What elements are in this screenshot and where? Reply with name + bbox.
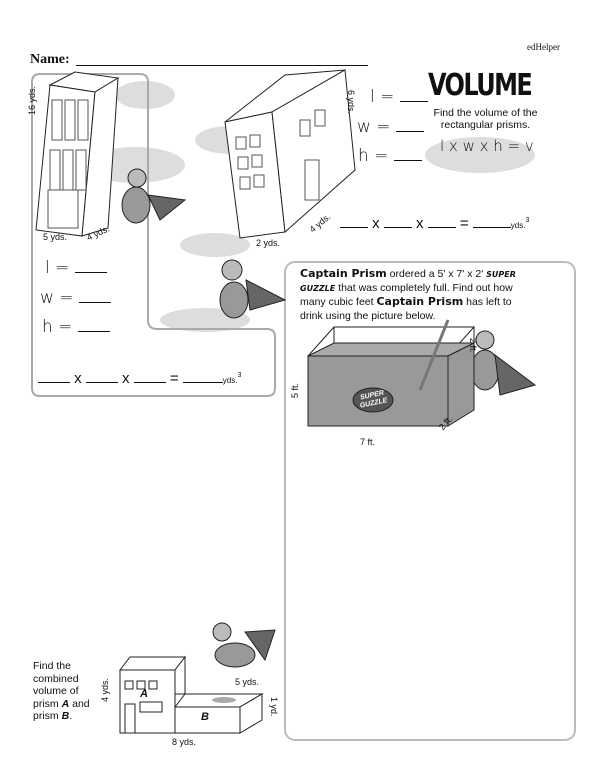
building-2 xyxy=(224,69,356,239)
p3-empty-dim: 2 ft. xyxy=(468,338,478,354)
p1-equation[interactable]: x x = yds.3 xyxy=(38,370,241,387)
p4-height-b-dim: 1 yd. xyxy=(269,697,279,717)
p2-height-field[interactable]: h = xyxy=(358,143,422,169)
prisms-a-b xyxy=(118,655,264,734)
p1-height-dim: 16 yds. xyxy=(27,85,37,115)
p2-height-dim: 6 yds. xyxy=(346,90,356,115)
p1-height-field[interactable]: h = xyxy=(42,314,110,340)
p3-length-dim: 7 ft. xyxy=(360,437,376,447)
p3-instructions: Captain Prism ordered a 5' x 7' x 2' SUP… xyxy=(300,267,516,322)
p3-height-dim: 5 ft. xyxy=(290,382,300,398)
name-label: Name: xyxy=(30,52,70,67)
p2-length-dim: 2 yds. xyxy=(256,238,281,248)
p2-equation[interactable]: x x = yds.3 xyxy=(340,215,529,232)
p4-length-b-dim: 5 yds. xyxy=(235,677,260,687)
p2-length-field[interactable]: l = xyxy=(370,84,428,110)
p1-width-field[interactable]: w = xyxy=(40,285,111,311)
title-heading: VOLUME xyxy=(428,68,533,103)
title-instructions: Find the volume of the rectangular prism… xyxy=(433,107,538,131)
p1-length-field[interactable]: l = xyxy=(45,255,107,281)
p2-width-field[interactable]: w = xyxy=(357,114,424,140)
building-1 xyxy=(35,71,120,237)
problem3-frame xyxy=(284,261,576,741)
volume-formula: l x w x h = v xyxy=(440,137,534,155)
brand-label: edHelper xyxy=(527,42,560,52)
prism-a-label: A xyxy=(140,688,148,700)
name-input-line[interactable] xyxy=(76,65,368,66)
super-guzzle-tank xyxy=(306,319,476,427)
hero-figures xyxy=(121,168,537,668)
p4-total-dim: 8 yds. xyxy=(172,737,197,747)
p4-height-a-dim: 4 yds. xyxy=(100,677,110,702)
problem1-frame xyxy=(31,73,276,397)
prism-b-label: B xyxy=(201,711,209,723)
p1-length-dim: 5 yds. xyxy=(43,232,68,242)
p4-instructions: Find the combined volume of prism A and … xyxy=(33,660,90,722)
